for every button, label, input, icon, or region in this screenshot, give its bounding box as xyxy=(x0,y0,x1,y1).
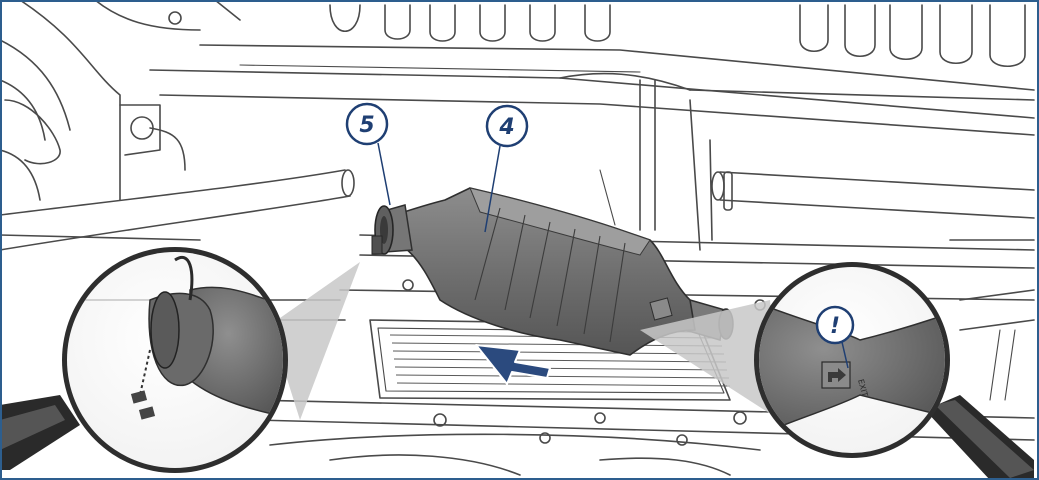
callout-label-4: 4 xyxy=(498,115,514,140)
callout-label-5: 5 xyxy=(359,113,374,138)
direction-arrow xyxy=(475,344,551,385)
callout-warning: ! xyxy=(815,305,855,369)
callout-label-warning: ! xyxy=(830,314,840,339)
callout-4: 4 xyxy=(484,104,529,233)
magnifier-right: EXIT xyxy=(640,262,1034,480)
callout-5: 5 xyxy=(345,102,391,206)
exit-marking: EXIT xyxy=(856,378,869,398)
magnifier-left xyxy=(0,247,360,473)
